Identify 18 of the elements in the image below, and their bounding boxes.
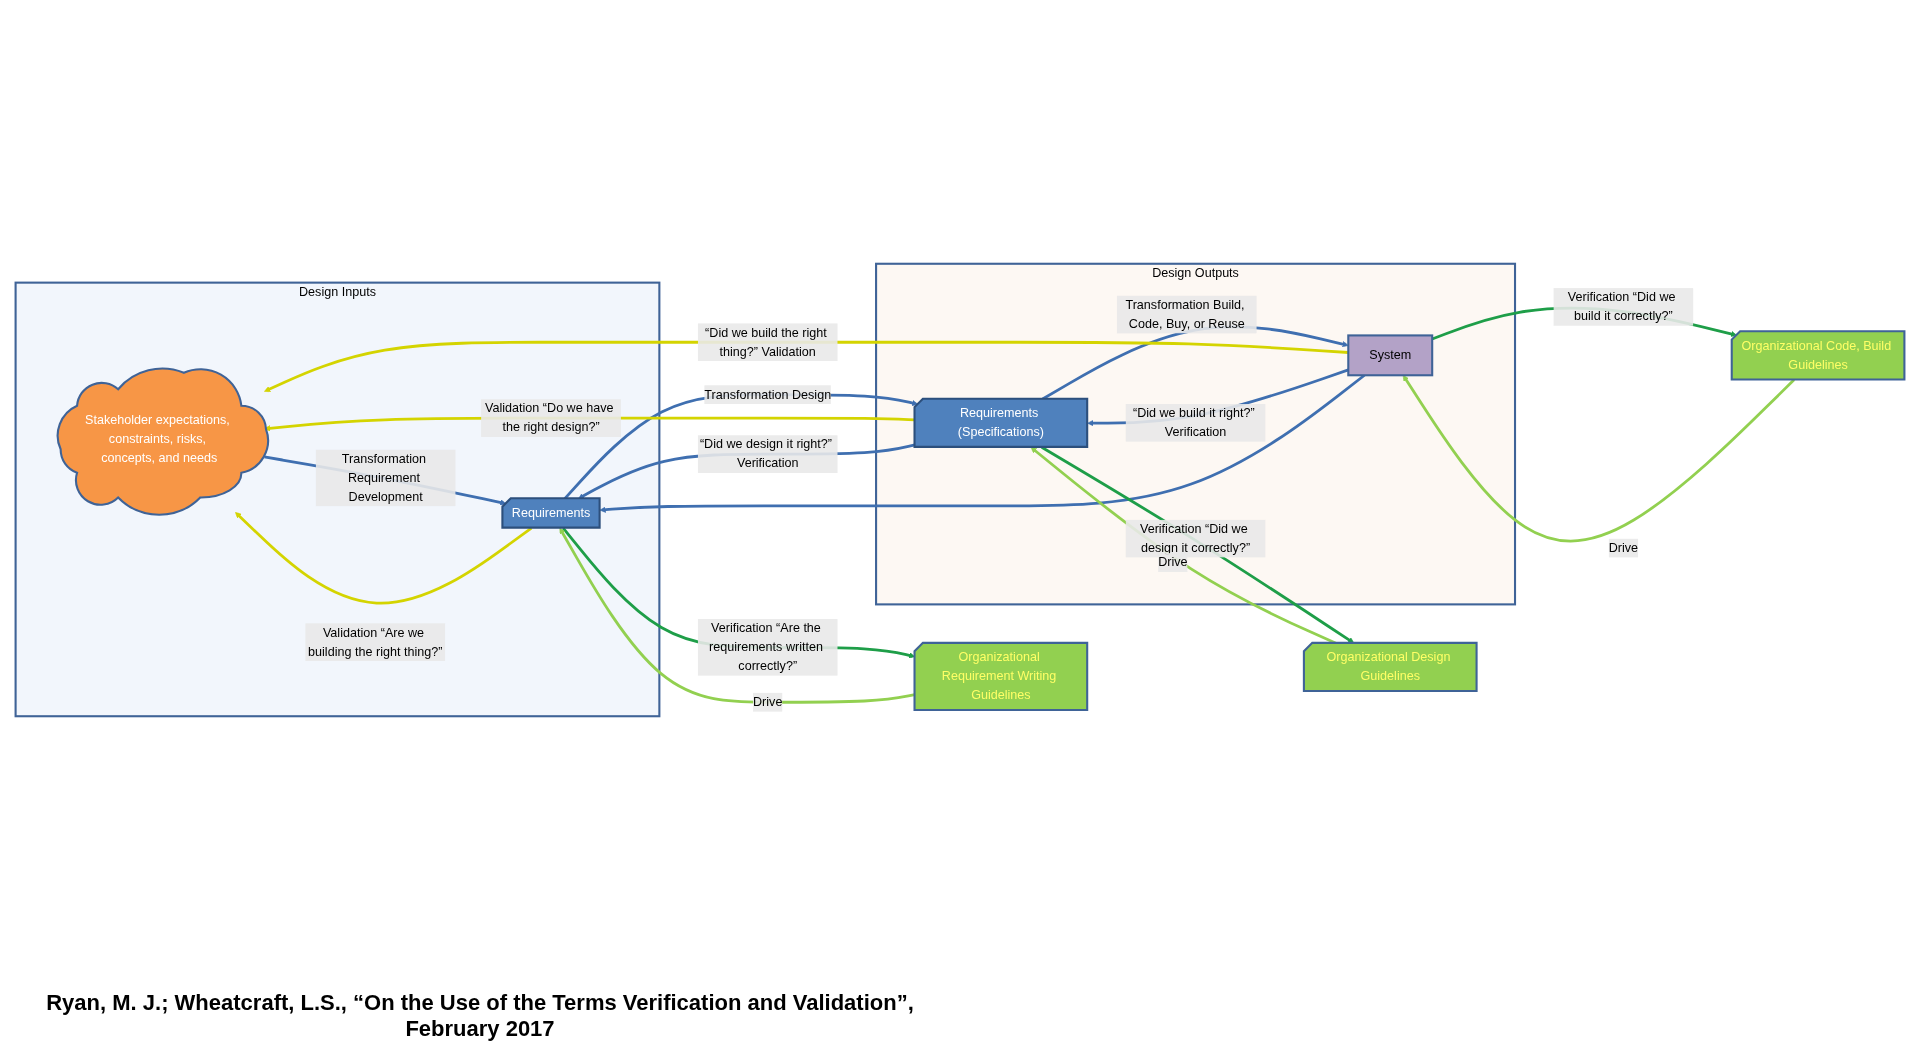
edge-label: Transformation Design: [704, 387, 832, 402]
edge-label: Validation “Do we have the right design?”: [485, 401, 614, 435]
edge-label: Transformation Build, Code, Buy, or Reuse: [1125, 297, 1245, 331]
edge-label: Drive: [1608, 540, 1639, 555]
edge-label: Validation “Are we building the right thing?”: [308, 625, 443, 659]
edge-label: Drive: [753, 694, 783, 709]
edge-label: Verification “Did we build it correctly?”: [1567, 290, 1676, 324]
edge-label: Verification “Are the requirements written correctly?”: [708, 621, 823, 673]
edge-label: “Did we build it right?” Verification: [1132, 406, 1255, 439]
caption: Ryan, M. J.; Wheatcraft, L.S., “On the Use of the Terms Verification and Validation”, February 2017: [45, 990, 915, 1042]
edge-label: Drive: [1158, 555, 1188, 570]
node-box: System: [1347, 334, 1434, 377]
edge-label: Verification “Did we design it correctly?”: [1139, 521, 1251, 555]
edge-label: “Did we design it right?” Verification: [699, 437, 833, 471]
edge-label: “Did we build the right thing?” Validation: [705, 325, 827, 359]
edge-label: Transformation Requirement Development: [341, 451, 426, 504]
arrow: [235, 512, 533, 605]
arrow: [1402, 375, 1796, 543]
